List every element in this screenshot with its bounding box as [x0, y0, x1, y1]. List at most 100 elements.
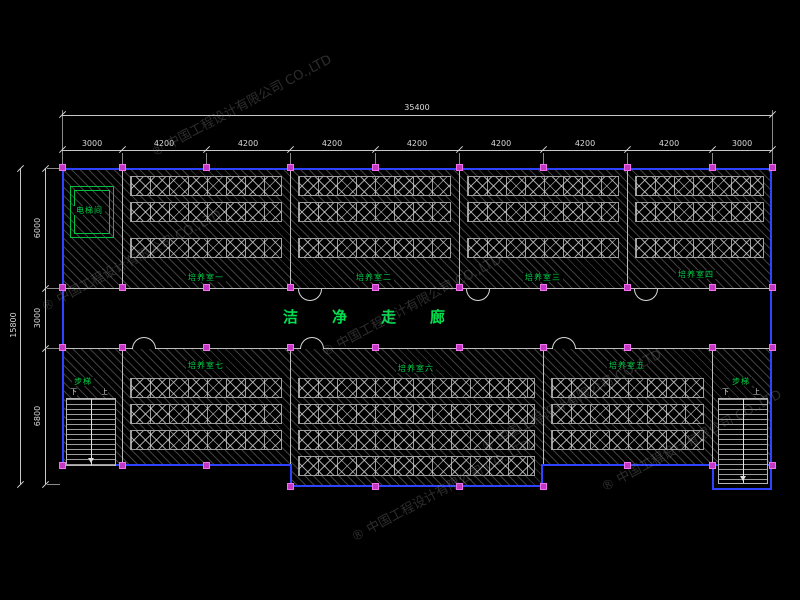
column-marker: [540, 284, 547, 291]
extension-line: [122, 153, 123, 166]
column-marker: [769, 284, 776, 291]
culture-rack: [551, 404, 704, 424]
room-label-r1: 培养室一: [186, 273, 226, 282]
column-marker: [287, 483, 294, 490]
column-marker: [203, 462, 210, 469]
column-marker: [709, 284, 716, 291]
dim-segment-label: 3000: [81, 139, 103, 148]
door-arc-room6: [300, 337, 324, 349]
column-marker: [287, 284, 294, 291]
extension-line: [543, 153, 544, 166]
outer-wall-stair-bump-left: [712, 464, 714, 490]
column-marker: [769, 164, 776, 171]
stair-direction-arrow: [88, 458, 94, 463]
room-label-r7: 培养室七: [186, 361, 226, 370]
elevator-shaft-outer: [70, 186, 114, 238]
column-marker: [769, 462, 776, 469]
dim-line-left-segments: [45, 168, 46, 484]
room-label-r5: 培养室五: [607, 361, 647, 370]
column-marker: [372, 344, 379, 351]
culture-rack: [130, 202, 282, 222]
extension-line: [772, 110, 773, 166]
dim-segment-label: 3000: [731, 139, 753, 148]
extension-line: [459, 153, 460, 166]
column-marker: [456, 483, 463, 490]
dim-segment-label: 4200: [406, 139, 428, 148]
column-marker: [456, 344, 463, 351]
culture-rack: [130, 238, 282, 258]
dim-total-width: 35400: [404, 103, 430, 112]
column-marker: [624, 344, 631, 351]
extension-line: [290, 153, 291, 166]
culture-rack: [635, 238, 764, 258]
column-marker: [709, 344, 716, 351]
column-marker: [624, 164, 631, 171]
column-marker: [59, 284, 66, 291]
column-marker: [456, 164, 463, 171]
outer-wall-stair-bump-rightside: [770, 464, 772, 490]
culture-rack: [298, 176, 451, 196]
dim-segment-label: 4200: [321, 139, 343, 148]
culture-rack: [298, 238, 451, 258]
wall-bottom-partition-4: [712, 348, 713, 464]
culture-rack: [130, 378, 282, 398]
outer-wall-bottom-right: [541, 464, 772, 466]
column-marker: [456, 284, 463, 291]
dim-line-total-height: [20, 168, 21, 484]
room-label-r6: 培养室六: [396, 364, 436, 373]
column-marker: [372, 164, 379, 171]
dim-segment-label: 6800: [33, 405, 42, 427]
outer-wall-stair-bump-bottom: [712, 488, 772, 490]
stair-center-line: [743, 399, 744, 483]
wall-bottom-partition-3: [543, 348, 544, 464]
culture-rack: [298, 456, 535, 476]
dim-segment-label: 4200: [153, 139, 175, 148]
dim-segment-label: 4200: [658, 139, 680, 148]
culture-rack: [467, 176, 619, 196]
culture-rack: [298, 404, 535, 424]
wall-top-partition-2: [459, 168, 460, 288]
wall-top-partition-1: [290, 168, 291, 288]
outer-wall-mid-bump-bottom: [290, 485, 543, 487]
column-marker: [287, 344, 294, 351]
corridor-label: 洁净走廊: [283, 308, 480, 326]
extension-line: [375, 153, 376, 166]
column-marker: [372, 284, 379, 291]
door-arc-room7: [132, 337, 156, 349]
column-marker: [59, 462, 66, 469]
culture-rack: [635, 176, 764, 196]
culture-rack: [551, 378, 704, 398]
extension-line: [47, 348, 60, 349]
column-marker: [119, 284, 126, 291]
column-marker: [624, 284, 631, 291]
wall-corridor-bottom: [62, 348, 772, 349]
dim-line-segments: [62, 150, 772, 151]
column-marker: [624, 462, 631, 469]
culture-rack: [467, 238, 619, 258]
column-marker: [59, 344, 66, 351]
outer-wall-bottom-left: [62, 464, 292, 466]
column-marker: [287, 164, 294, 171]
column-marker: [59, 164, 66, 171]
column-marker: [203, 164, 210, 171]
column-marker: [119, 164, 126, 171]
extension-line: [47, 484, 60, 485]
column-marker: [203, 284, 210, 291]
culture-rack: [298, 378, 535, 398]
outer-wall-mid-bump-right: [541, 464, 543, 487]
outer-wall-top: [62, 168, 772, 170]
room-label-r4: 培养室四: [676, 270, 716, 279]
extension-line: [47, 288, 60, 289]
outer-wall-right: [770, 168, 772, 466]
dim-tick: [16, 480, 25, 489]
extension-line: [62, 110, 63, 166]
dim-segment-label: 4200: [237, 139, 259, 148]
dim-segment-label: 6000: [33, 217, 42, 239]
staircase-right: [718, 398, 768, 484]
culture-rack: [298, 430, 535, 450]
room-label-r2: 培养室二: [354, 273, 394, 282]
column-marker: [540, 483, 547, 490]
dim-line-total-width: [62, 115, 772, 116]
door-arc-room3: [634, 289, 658, 301]
